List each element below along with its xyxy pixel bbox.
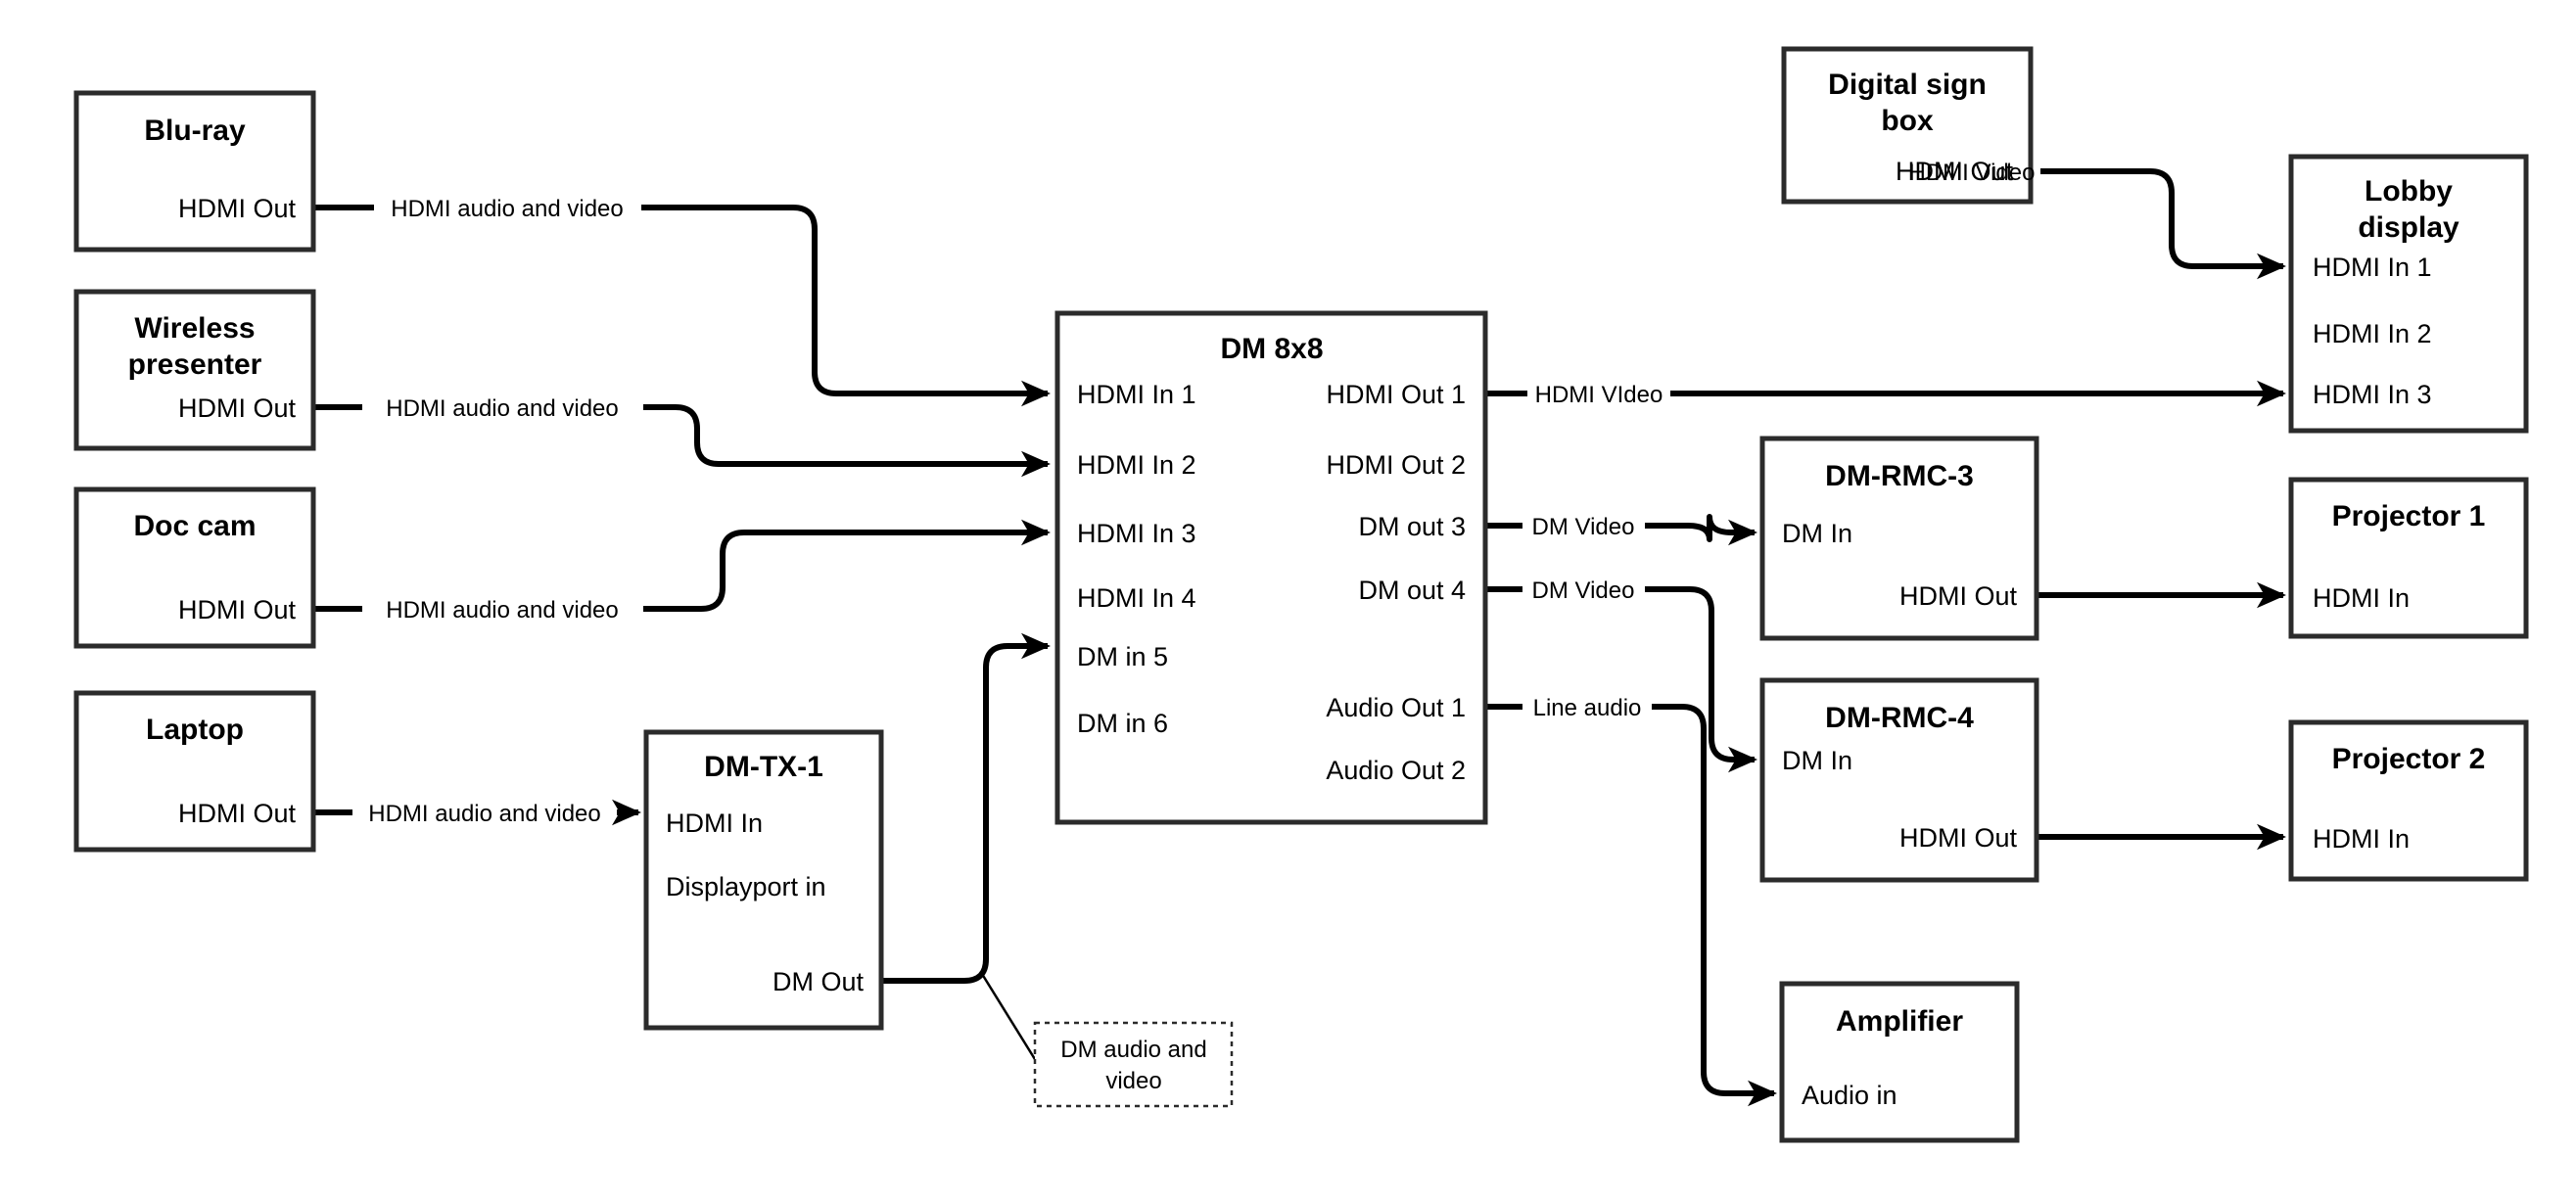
node-projector-1[interactable]: Projector 1 HDMI In bbox=[2288, 477, 2529, 639]
dm-rmc-4-box[interactable] bbox=[1759, 677, 2039, 883]
lobby-display-box[interactable] bbox=[2288, 154, 2529, 434]
edge-label-sign-to-lobby: HDMI Video bbox=[1909, 160, 2036, 186]
projector-1-title: Projector 1 bbox=[2332, 500, 2486, 532]
edge-label-dm-out1-to-lobby: HDMI VIdeo bbox=[1535, 382, 1663, 408]
dm-8x8-output-hdmi-out-1: HDMI Out 1 bbox=[1326, 380, 1466, 409]
note-text-line2: video bbox=[1105, 1068, 1161, 1094]
note-leader-line bbox=[980, 973, 1040, 1065]
node-dm-tx-1[interactable]: DM-TX-1 HDMI In Displayport in DM Out bbox=[643, 729, 884, 1031]
amplifier-box[interactable] bbox=[1779, 981, 2020, 1143]
edge-label-dm-out4-to-rmc4: DM Video bbox=[1532, 577, 1635, 604]
dm-8x8-title: DM 8x8 bbox=[1220, 333, 1323, 365]
projector-2-port-hdmi-in: HDMI In bbox=[2313, 824, 2410, 854]
lobby-display-input-hdmi-in-1: HDMI In 1 bbox=[2313, 253, 2432, 282]
dm-8x8-input-hdmi-in-4: HDMI In 4 bbox=[1077, 583, 1196, 613]
digital-sign-box-title-line2: box bbox=[1881, 105, 1934, 137]
doc-cam-title: Doc cam bbox=[133, 510, 256, 542]
amplifier-title: Amplifier bbox=[1836, 1005, 1963, 1038]
dm-rmc-4-port-hdmi-out: HDMI Out bbox=[1899, 823, 2018, 853]
edge-label-audio-out1-to-amp: Line audio bbox=[1533, 695, 1642, 721]
wireless-presenter-title-line2: presenter bbox=[128, 348, 262, 381]
edge-label-laptop-to-tx: HDMI audio and video bbox=[368, 801, 600, 827]
wire-wireless-to-dm8x8-hdmi-in-2 bbox=[313, 404, 1048, 464]
wireless-presenter-title-line1: Wireless bbox=[134, 312, 255, 345]
dm-8x8-input-hdmi-in-3: HDMI In 3 bbox=[1077, 519, 1196, 548]
dm-rmc-3-box[interactable] bbox=[1759, 436, 2039, 641]
dm-rmc-3-title: DM-RMC-3 bbox=[1825, 460, 1974, 492]
dm-tx-1-title: DM-TX-1 bbox=[704, 751, 823, 783]
dm-8x8-input-hdmi-in-2: HDMI In 2 bbox=[1077, 450, 1196, 480]
edge-label-wireless-to-dm: HDMI audio and video bbox=[386, 395, 618, 422]
node-doc-cam[interactable]: Doc cam HDMI Out bbox=[73, 486, 316, 649]
dm-rmc-3-port-dm-in: DM In bbox=[1782, 519, 1852, 548]
edge-label-doccam-to-dm: HDMI audio and video bbox=[386, 597, 618, 624]
projector-1-port-hdmi-in: HDMI In bbox=[2313, 583, 2410, 613]
node-dm-rmc-4[interactable]: DM-RMC-4 DM In HDMI Out bbox=[1759, 677, 2039, 883]
lobby-display-title-line2: display bbox=[2358, 211, 2459, 244]
dm-8x8-input-hdmi-in-1: HDMI In 1 bbox=[1077, 380, 1196, 409]
node-projector-2[interactable]: Projector 2 HDMI In bbox=[2288, 719, 2529, 882]
wire-bluray-to-dm8x8-hdmi-in-1 bbox=[313, 205, 1048, 393]
bluray-port-hdmi-out: HDMI Out bbox=[178, 194, 297, 223]
dm-8x8-output-hdmi-out-2: HDMI Out 2 bbox=[1326, 450, 1466, 480]
laptop-box[interactable] bbox=[73, 690, 316, 853]
lobby-display-title-line1: Lobby bbox=[2365, 175, 2453, 208]
bluray-title: Blu-ray bbox=[144, 115, 246, 147]
node-dm-8x8[interactable]: DM 8x8 HDMI In 1 HDMI In 2 HDMI In 3 HDM… bbox=[1054, 310, 1488, 825]
wire-doccam-to-dm8x8-hdmi-in-3 bbox=[313, 532, 1048, 612]
wireless-presenter-port-hdmi-out: HDMI Out bbox=[178, 393, 297, 423]
dm-8x8-output-audio-out-1: Audio Out 1 bbox=[1326, 693, 1466, 722]
dm-8x8-output-dm-out-3: DM out 3 bbox=[1358, 512, 1466, 541]
node-dm-rmc-3[interactable]: DM-RMC-3 DM In HDMI Out bbox=[1759, 436, 2039, 641]
digital-sign-box-title-line1: Digital sign bbox=[1828, 69, 1987, 101]
projector-2-box[interactable] bbox=[2288, 719, 2529, 882]
dm-tx-1-port-hdmi-in: HDMI In bbox=[666, 808, 763, 838]
wire-dm8x8-audioout1-to-amplifier bbox=[1485, 704, 1774, 1093]
node-bluray[interactable]: Blu-ray HDMI Out bbox=[73, 90, 316, 253]
dm-8x8-input-dm-in-6: DM in 6 bbox=[1077, 709, 1168, 738]
dm-8x8-box[interactable] bbox=[1054, 310, 1488, 825]
node-laptop[interactable]: Laptop HDMI Out bbox=[73, 690, 316, 853]
dm-tx-1-box[interactable] bbox=[643, 729, 884, 1031]
wire-dmtx1-to-dm8x8-dm-in-5 bbox=[881, 632, 1051, 984]
wireless-presenter-box[interactable] bbox=[73, 289, 316, 451]
digital-sign-box-port-hdmi-out: HDMI Out bbox=[1896, 157, 2014, 186]
node-amplifier[interactable]: Amplifier Audio in bbox=[1779, 981, 2020, 1143]
dm-rmc-4-title: DM-RMC-4 bbox=[1825, 702, 1974, 734]
dm-tx-1-port-displayport-in: Displayport in bbox=[666, 872, 826, 901]
note-dm-audio-and-video: DM audio and video bbox=[1033, 1021, 1234, 1108]
dm-tx-1-port-dm-out: DM Out bbox=[773, 967, 865, 996]
note-box bbox=[1033, 1021, 1234, 1108]
wire-dm8x8-out4-to-dmrmc4-dm-in bbox=[1485, 586, 1755, 760]
wire-dm8x8-out3-to-dmrmc3-dm-in bbox=[1485, 517, 1755, 539]
edge-label-dm-out3-to-rmc3: DM Video bbox=[1532, 514, 1635, 540]
projector-1-box[interactable] bbox=[2288, 477, 2529, 639]
dm-rmc-4-port-dm-in: DM In bbox=[1782, 746, 1852, 775]
lobby-display-input-hdmi-in-2: HDMI In 2 bbox=[2313, 319, 2432, 348]
doc-cam-port-hdmi-out: HDMI Out bbox=[178, 595, 297, 624]
note-text-line1: DM audio and bbox=[1060, 1037, 1206, 1063]
doc-cam-box[interactable] bbox=[73, 486, 316, 649]
node-digital-sign-box[interactable]: Digital sign box HDMI Out bbox=[1781, 46, 2034, 205]
laptop-title: Laptop bbox=[146, 714, 244, 746]
edge-label-bluray-to-dm: HDMI audio and video bbox=[391, 196, 623, 222]
lobby-display-input-hdmi-in-3: HDMI In 3 bbox=[2313, 380, 2432, 409]
dm-8x8-output-audio-out-2: Audio Out 2 bbox=[1326, 756, 1466, 785]
dm-8x8-input-dm-in-5: DM in 5 bbox=[1077, 642, 1168, 671]
edge-label-layer: HDMI audio and video HDMI audio and vide… bbox=[368, 160, 2035, 827]
dm-8x8-output-dm-out-4: DM out 4 bbox=[1358, 576, 1466, 605]
digital-sign-box[interactable] bbox=[1781, 46, 2034, 205]
amplifier-port-audio-in: Audio in bbox=[1802, 1081, 1897, 1110]
laptop-port-hdmi-out: HDMI Out bbox=[178, 799, 297, 828]
dm-rmc-3-port-hdmi-out: HDMI Out bbox=[1899, 581, 2018, 611]
node-lobby-display[interactable]: Lobby display HDMI In 1 HDMI In 2 HDMI I… bbox=[2288, 154, 2529, 434]
projector-2-title: Projector 2 bbox=[2332, 743, 2486, 775]
bluray-box[interactable] bbox=[73, 90, 316, 253]
node-wireless-presenter[interactable]: Wireless presenter HDMI Out bbox=[73, 289, 316, 451]
